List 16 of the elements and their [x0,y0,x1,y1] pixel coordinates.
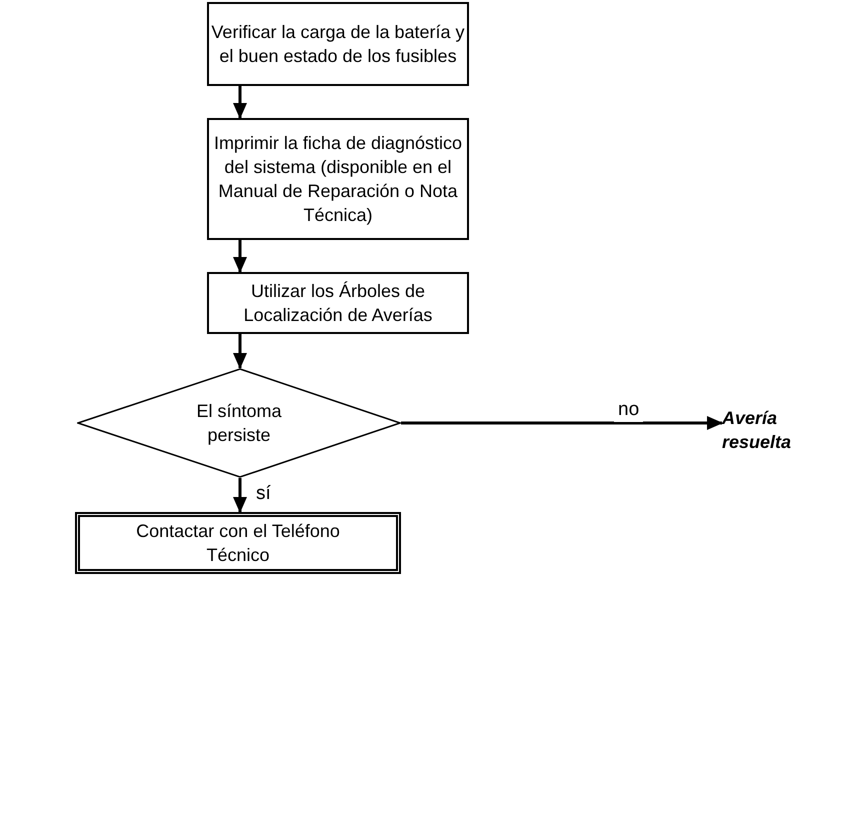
node-text: El síntoma persiste [195,400,283,447]
arrow [401,416,723,430]
node-text: Contactar con el Teléfono Técnico [135,520,341,567]
terminal-box [75,512,401,574]
process-box [207,118,469,240]
arrow [233,478,247,513]
node-text: Utilizar los Árboles de Localización de Averías [242,280,434,327]
outcome-label: Avería resuelta [722,407,792,454]
arrow [233,240,247,273]
node-text: Verificar la carga de la batería y el buen estado de los fusibles [210,21,466,68]
process-box [207,272,469,334]
process-box [207,2,469,86]
node-text: Imprimir la ficha de diagnóstico del sistema (disponible en el Manual de Reparación o Nota Técnica) [212,132,464,227]
arrow [233,334,247,369]
arrow [233,86,247,119]
decision-diamond [77,368,401,478]
